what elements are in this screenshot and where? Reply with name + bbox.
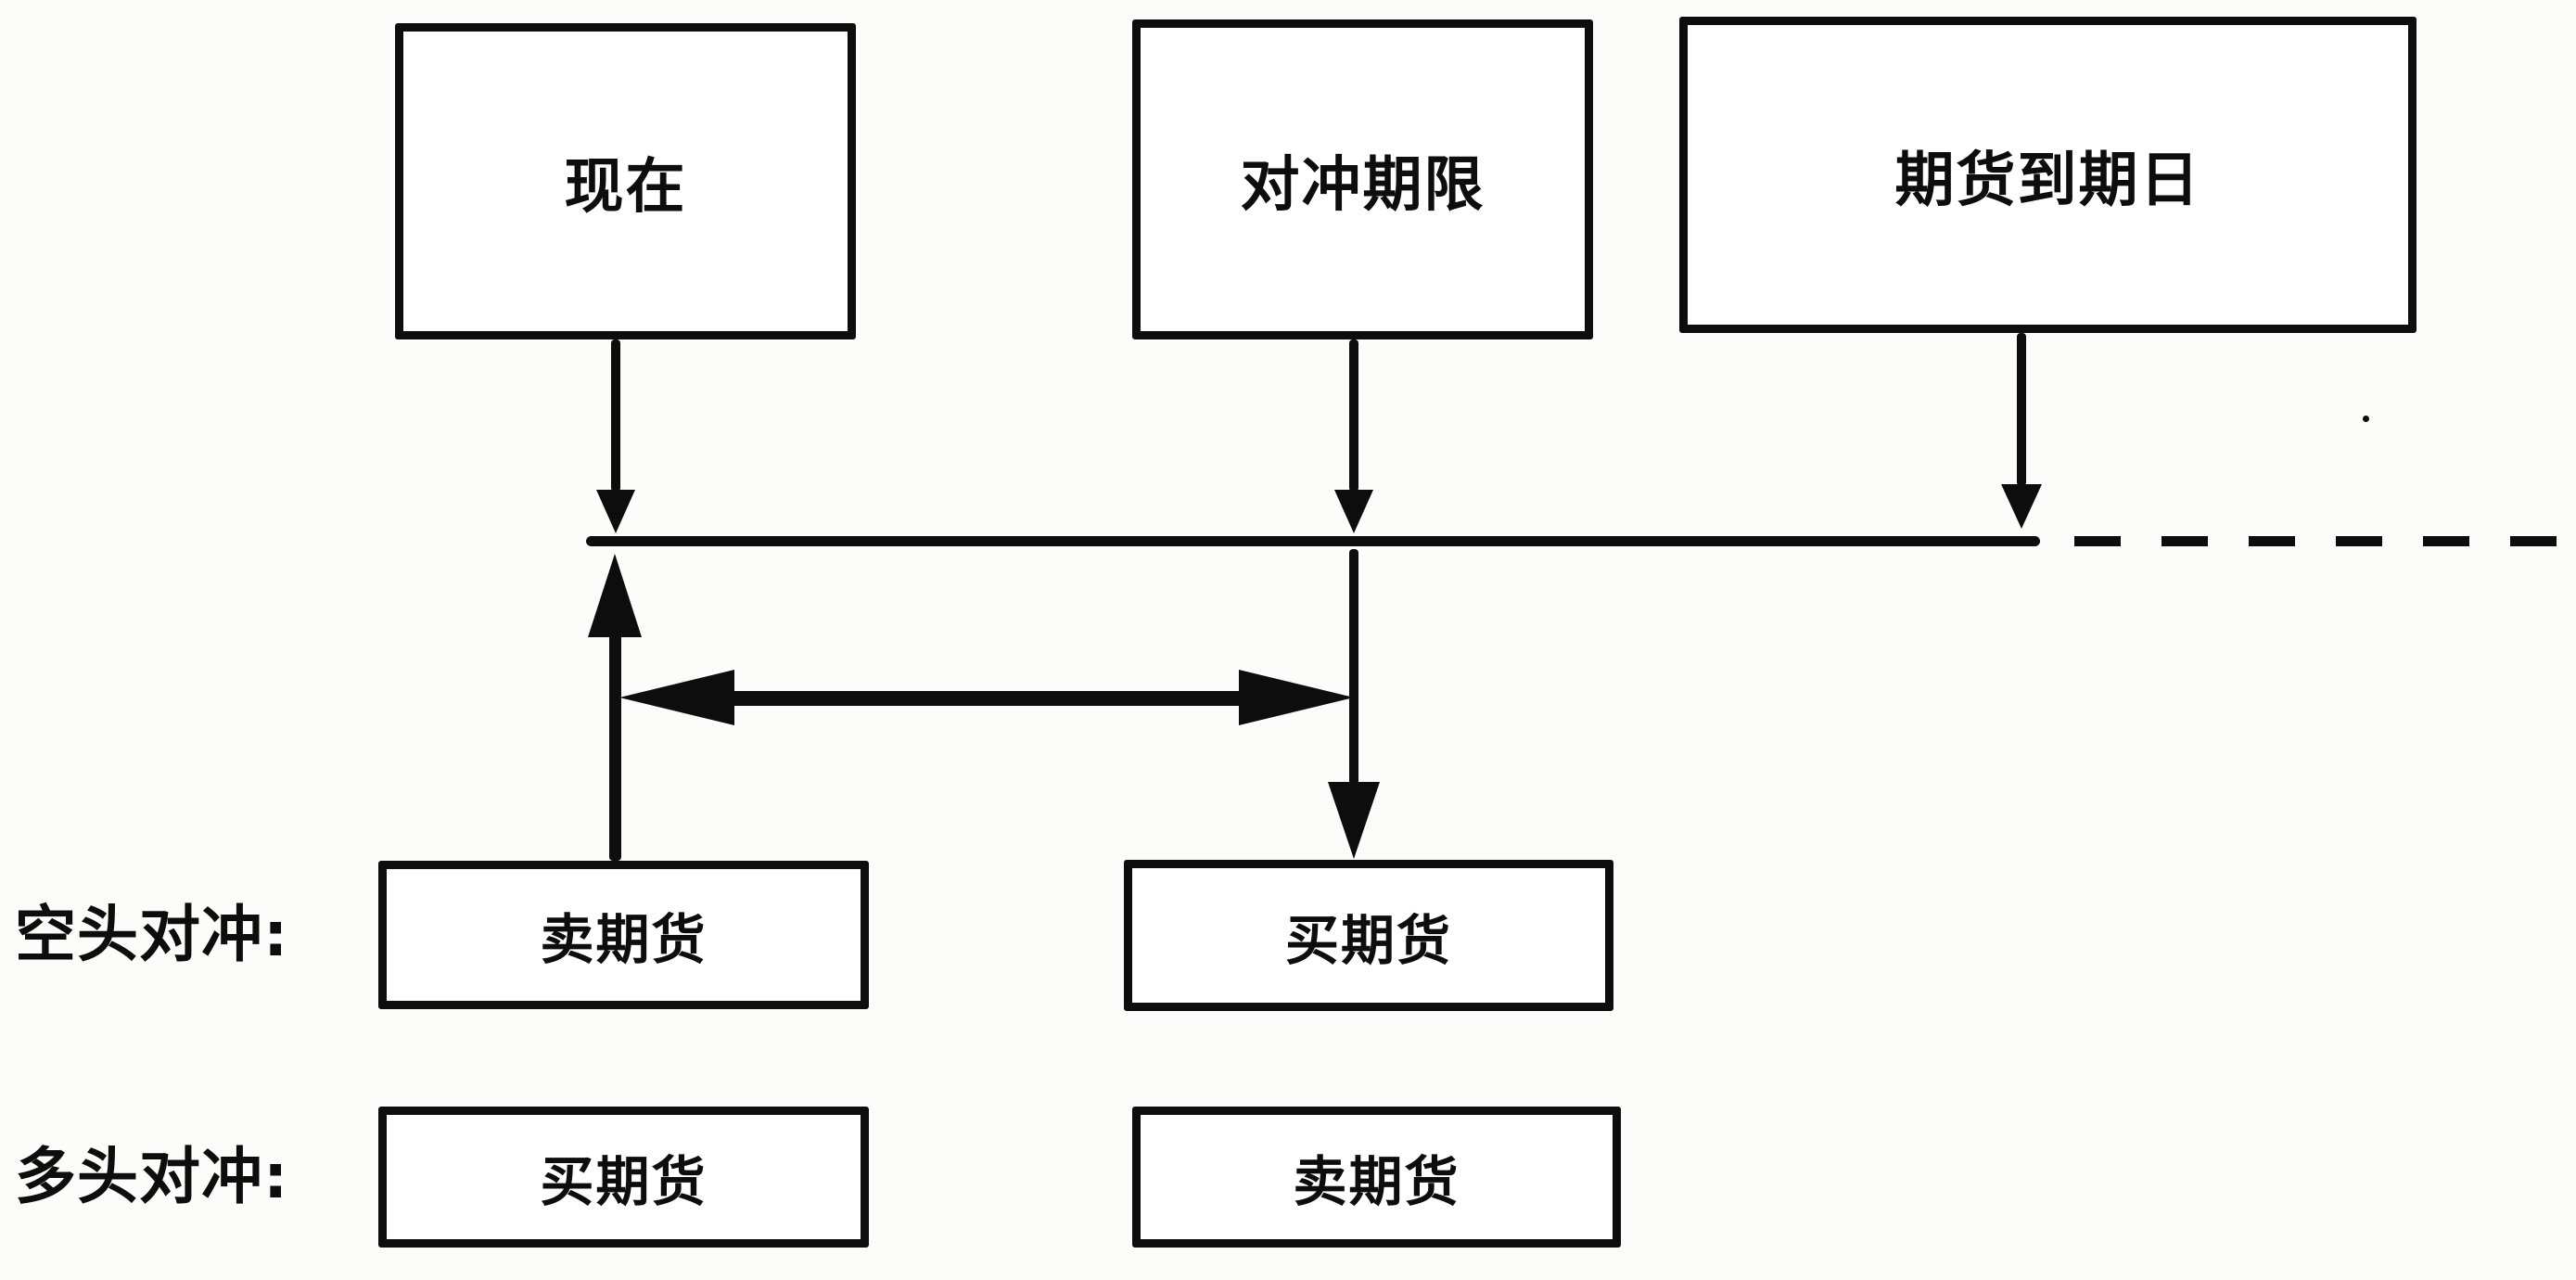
short-hedge-close-box: 买期货: [1124, 860, 1613, 1011]
timeline-box-hedge-horizon: 对冲期限: [1132, 19, 1593, 339]
horizon-down-arrow-shaft: [1349, 339, 1358, 492]
timeline-line: [586, 536, 2040, 546]
expiry-down-arrow-shaft: [2017, 333, 2026, 486]
timeline-box-now: 现在: [395, 23, 856, 339]
timeline-box-futures-expiry: 期货到期日: [1679, 17, 2417, 333]
horizon-down-arrow-head-icon: [1334, 490, 1373, 533]
sell-to-timeline-up-arrow-head-icon: [588, 554, 642, 637]
timeline-box-hedge-horizon-label: 对冲期限: [1240, 150, 1486, 220]
timeline-dashed-extension: [2074, 536, 2576, 546]
short-hedge-close-box-label: 买期货: [1284, 908, 1452, 972]
long-hedge-close-box: 卖期货: [1132, 1107, 1621, 1248]
long-hedge-open-box: 买期货: [378, 1107, 869, 1248]
ink-speck: [2363, 416, 2369, 422]
short-hedge-open-box-label: 卖期货: [540, 908, 708, 971]
now-down-arrow-shaft: [611, 339, 620, 492]
expiry-down-arrow-head-icon: [2001, 484, 2042, 529]
short-hedge-open-box: 卖期货: [378, 861, 869, 1009]
short-hedge-row-label: 空头对冲:: [15, 899, 289, 970]
now-down-arrow-head-icon: [596, 490, 635, 533]
long-hedge-row-label: 多头对冲:: [15, 1141, 289, 1212]
hedge-period-arrow-shaft: [714, 691, 1261, 706]
hedge-period-arrow-right-head-icon: [1239, 670, 1354, 725]
sell-to-timeline-up-arrow-shaft: [609, 631, 621, 861]
timeline-to-buy-down-arrow-head-icon: [1328, 782, 1380, 859]
timeline-to-buy-down-arrow-shaft: [1349, 549, 1358, 786]
long-hedge-close-box-label: 卖期货: [1293, 1150, 1460, 1213]
timeline-box-futures-expiry-label: 期货到期日: [1894, 146, 2201, 215]
timeline-box-now-label: 现在: [564, 152, 687, 222]
long-hedge-open-box-label: 买期货: [540, 1150, 708, 1213]
